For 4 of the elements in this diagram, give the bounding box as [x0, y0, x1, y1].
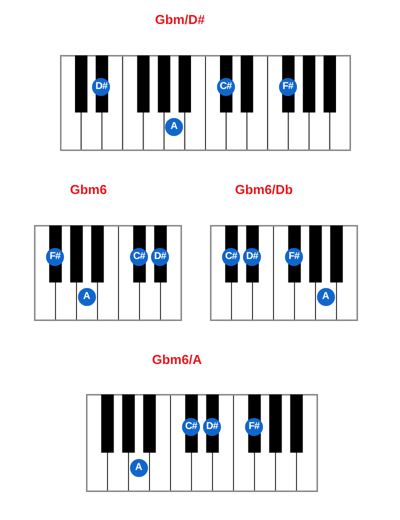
chord-name: Gbm/D# [155, 12, 205, 27]
chord-name: Gbm6 [70, 182, 107, 197]
chord-name: Gbm6/A [152, 352, 202, 367]
chord-name: Gbm6/Db [235, 182, 293, 197]
